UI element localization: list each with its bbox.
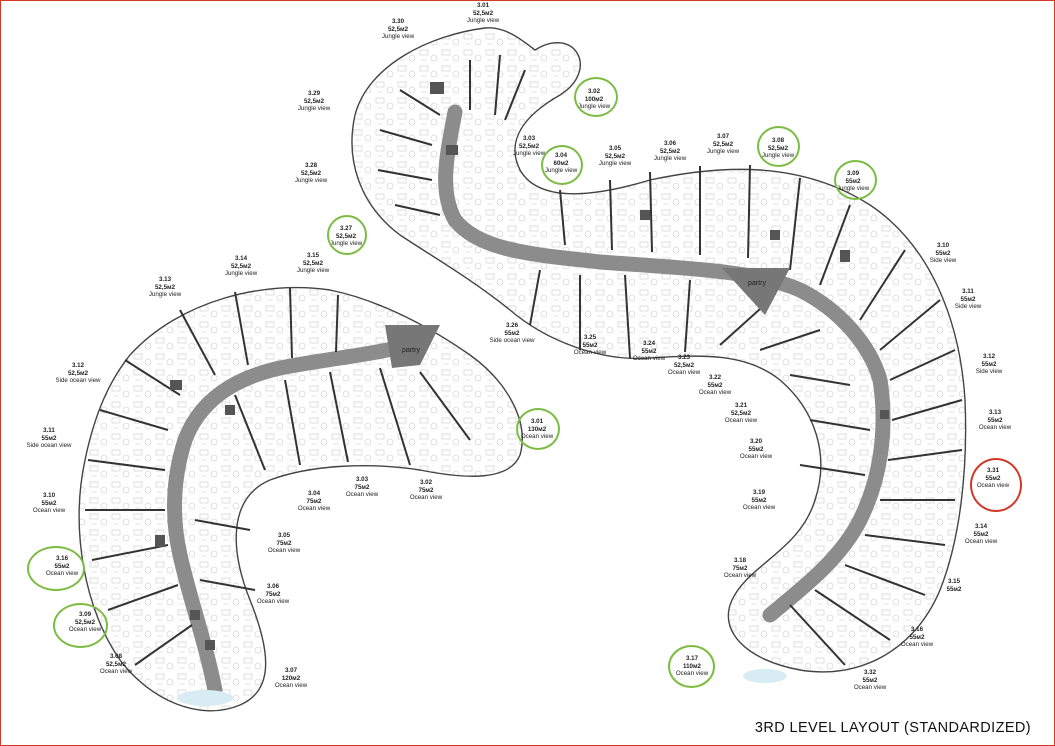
upper-unit-dividers [377,54,963,666]
upper-building-outline [351,27,967,673]
pool [177,690,233,706]
page-title: 3RD LEVEL LAYOUT (STANDARDIZED) [754,720,1031,736]
pantry-label: partry [748,280,766,287]
lower-left-building [78,286,787,712]
lower-left-service-blocks [155,380,235,650]
lower-left-corridor [167,337,418,698]
upper-service-blocks [430,82,889,419]
upper-pantry [722,268,790,315]
lower-left-pantry [385,325,440,368]
upper-corridor [438,104,891,623]
upper-building [351,27,967,673]
pantry-label: partry [402,347,420,354]
pool [743,669,787,683]
